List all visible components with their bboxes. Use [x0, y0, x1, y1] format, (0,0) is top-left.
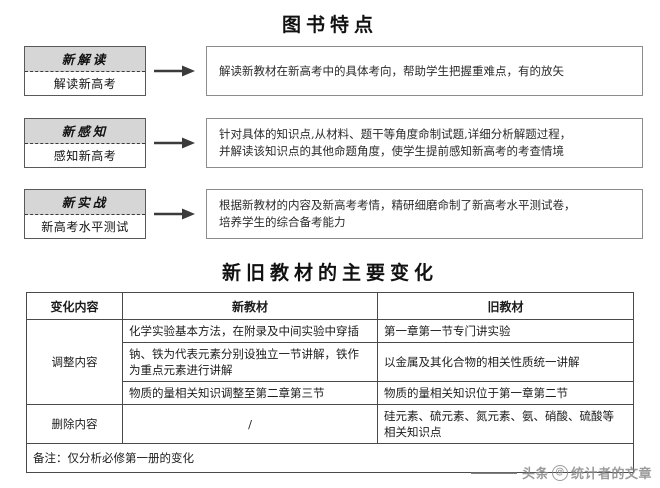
- table-row: 物质的量相关知识调整至第二章第三节 物质的量相关知识位于第一章第二节: [27, 381, 634, 405]
- table-cell-line: 为重点元素进行讲解: [129, 363, 233, 377]
- feature-tag-box[interactable]: 新解读 解读新高考: [24, 46, 146, 96]
- feature-description-line: 解读新教材在新高考中的具体考向，帮助学生把握重难点，有的放矢: [219, 63, 564, 78]
- table-cell-old: 物质的量相关知识位于第一章第二节: [377, 381, 634, 405]
- table-header-cell: 新教材: [122, 292, 378, 320]
- feature-tag-title: 新实战: [25, 190, 145, 215]
- feature-description-line: 并解读该知识点的其他命题角度，使学生提前感知新高考的考查情境: [219, 144, 564, 158]
- feature-description-line: 根据新教材的内容及新高考考情，精研细磨命制了新高考水平测试卷，: [219, 198, 576, 212]
- table-row: 钠、铁为代表元素分别设独立一节讲解，铁作 为重点元素进行讲解 以金属及其化合物的…: [27, 342, 634, 382]
- table-cell-line: 以金属及其化合物的相关性质统一讲解: [384, 355, 580, 369]
- feature-tag-subtitle: 新高考水平测试: [25, 214, 145, 238]
- table-group-label: 删除内容: [26, 404, 123, 444]
- feature-description-text: 针对具体的知识点,从材料、题干等角度命制试题,详细分析解题过程， 并解读该知识点…: [219, 126, 571, 160]
- textbook-changes-table: 变化内容 新教材 旧教材 调整内容 化学实验基本方法，在附录及中间实验中穿插 第…: [26, 292, 634, 473]
- table-header-cell: 旧教材: [377, 292, 634, 320]
- feature-tag-subtitle: 感知新高考: [25, 143, 145, 167]
- feature-row: 新感知 感知新高考 针对具体的知识点,从材料、题干等角度命制试题,详细分析解题过…: [0, 115, 660, 171]
- features-section-title: 图书特点: [281, 14, 378, 36]
- table-row: 删除内容 / 硅元素、硫元素、氮元素、氨、硝酸、硫酸等 相关知识点: [26, 404, 634, 444]
- table-cell-line: 第一章第一节专门讲实验: [384, 324, 511, 338]
- table-note-row: 备注：仅分析必修第一册的变化: [26, 443, 634, 473]
- feature-tag-box[interactable]: 新感知 感知新高考: [24, 118, 146, 168]
- table-note: 备注：仅分析必修第一册的变化: [26, 443, 634, 473]
- feature-description-box: 针对具体的知识点,从材料、题干等角度命制试题,详细分析解题过程， 并解读该知识点…: [206, 118, 643, 168]
- watermark-prefix: 头条: [521, 467, 549, 482]
- right-arrow-icon: [154, 64, 198, 78]
- feature-description-box: 根据新教材的内容及新高考考情，精研细磨命制了新高考水平测试卷， 培养学生的综合备…: [206, 189, 643, 239]
- table-cell-old: 硅元素、硫元素、氮元素、氨、硝酸、硫酸等 相关知识点: [377, 404, 634, 444]
- right-arrow-icon: [154, 136, 198, 150]
- table-cell-new: /: [122, 404, 378, 444]
- feature-tag-title: 新感知: [25, 119, 145, 144]
- table-cell-new: 化学实验基本方法，在附录及中间实验中穿插: [122, 319, 378, 343]
- watermark-dash: [470, 471, 517, 474]
- table-cell-line: 硅元素、硫元素、氮元素、氨、硝酸、硫酸等: [384, 409, 614, 423]
- table-cell-new: 物质的量相关知识调整至第二章第三节: [122, 381, 378, 405]
- table-header-cell: 变化内容: [26, 292, 123, 320]
- table-cell-line: 物质的量相关知识调整至第二章第三节: [129, 386, 325, 400]
- table-cell-new: 钠、铁为代表元素分别设独立一节讲解，铁作 为重点元素进行讲解: [122, 342, 378, 382]
- feature-description-text: 解读新教材在新高考中的具体考向，帮助学生把握重难点，有的放矢: [219, 63, 564, 80]
- feature-description-box: 解读新教材在新高考中的具体考向，帮助学生把握重难点，有的放矢: [206, 46, 643, 96]
- changes-section-title: 新旧教材的主要变化: [221, 262, 438, 284]
- feature-row: 新实战 新高考水平测试 根据新教材的内容及新高考考情，精研细磨命制了新高考水平测…: [0, 186, 660, 242]
- table-header-row: 变化内容 新教材 旧教材: [26, 292, 634, 320]
- table-cell-line: 相关知识点: [384, 425, 442, 439]
- watermark: 头条 @ 统计者的文章: [470, 463, 652, 482]
- feature-tag-title: 新解读: [25, 47, 145, 72]
- watermark-author: 统计者的文章: [570, 467, 652, 482]
- table-cell-line: 钠、铁为代表元素分别设独立一节讲解，铁作: [129, 347, 359, 361]
- table-group-label: 调整内容: [26, 319, 123, 405]
- feature-row: 新解读 解读新高考 解读新教材在新高考中的具体考向，帮助学生把握重难点，有的放矢: [0, 43, 660, 99]
- feature-description-text: 根据新教材的内容及新高考考情，精研细磨命制了新高考水平测试卷， 培养学生的综合备…: [219, 197, 576, 231]
- feature-tag-subtitle: 解读新高考: [25, 71, 145, 95]
- feature-description-line: 培养学生的综合备考能力: [219, 215, 346, 229]
- table-cell-line: 化学实验基本方法，在附录及中间实验中穿插: [129, 324, 359, 338]
- table-cell-line: 物质的量相关知识位于第一章第二节: [384, 386, 568, 400]
- table-cell-old: 第一章第一节专门讲实验: [377, 319, 634, 343]
- feature-tag-box[interactable]: 新实战 新高考水平测试: [24, 189, 146, 239]
- feature-description-line: 针对具体的知识点,从材料、题干等角度命制试题,详细分析解题过程，: [219, 127, 572, 141]
- right-arrow-icon: [154, 207, 198, 221]
- table-row: 调整内容 化学实验基本方法，在附录及中间实验中穿插 第一章第一节专门讲实验: [26, 319, 634, 405]
- table-cell-old: 以金属及其化合物的相关性质统一讲解: [377, 342, 634, 382]
- at-icon: @: [551, 464, 568, 481]
